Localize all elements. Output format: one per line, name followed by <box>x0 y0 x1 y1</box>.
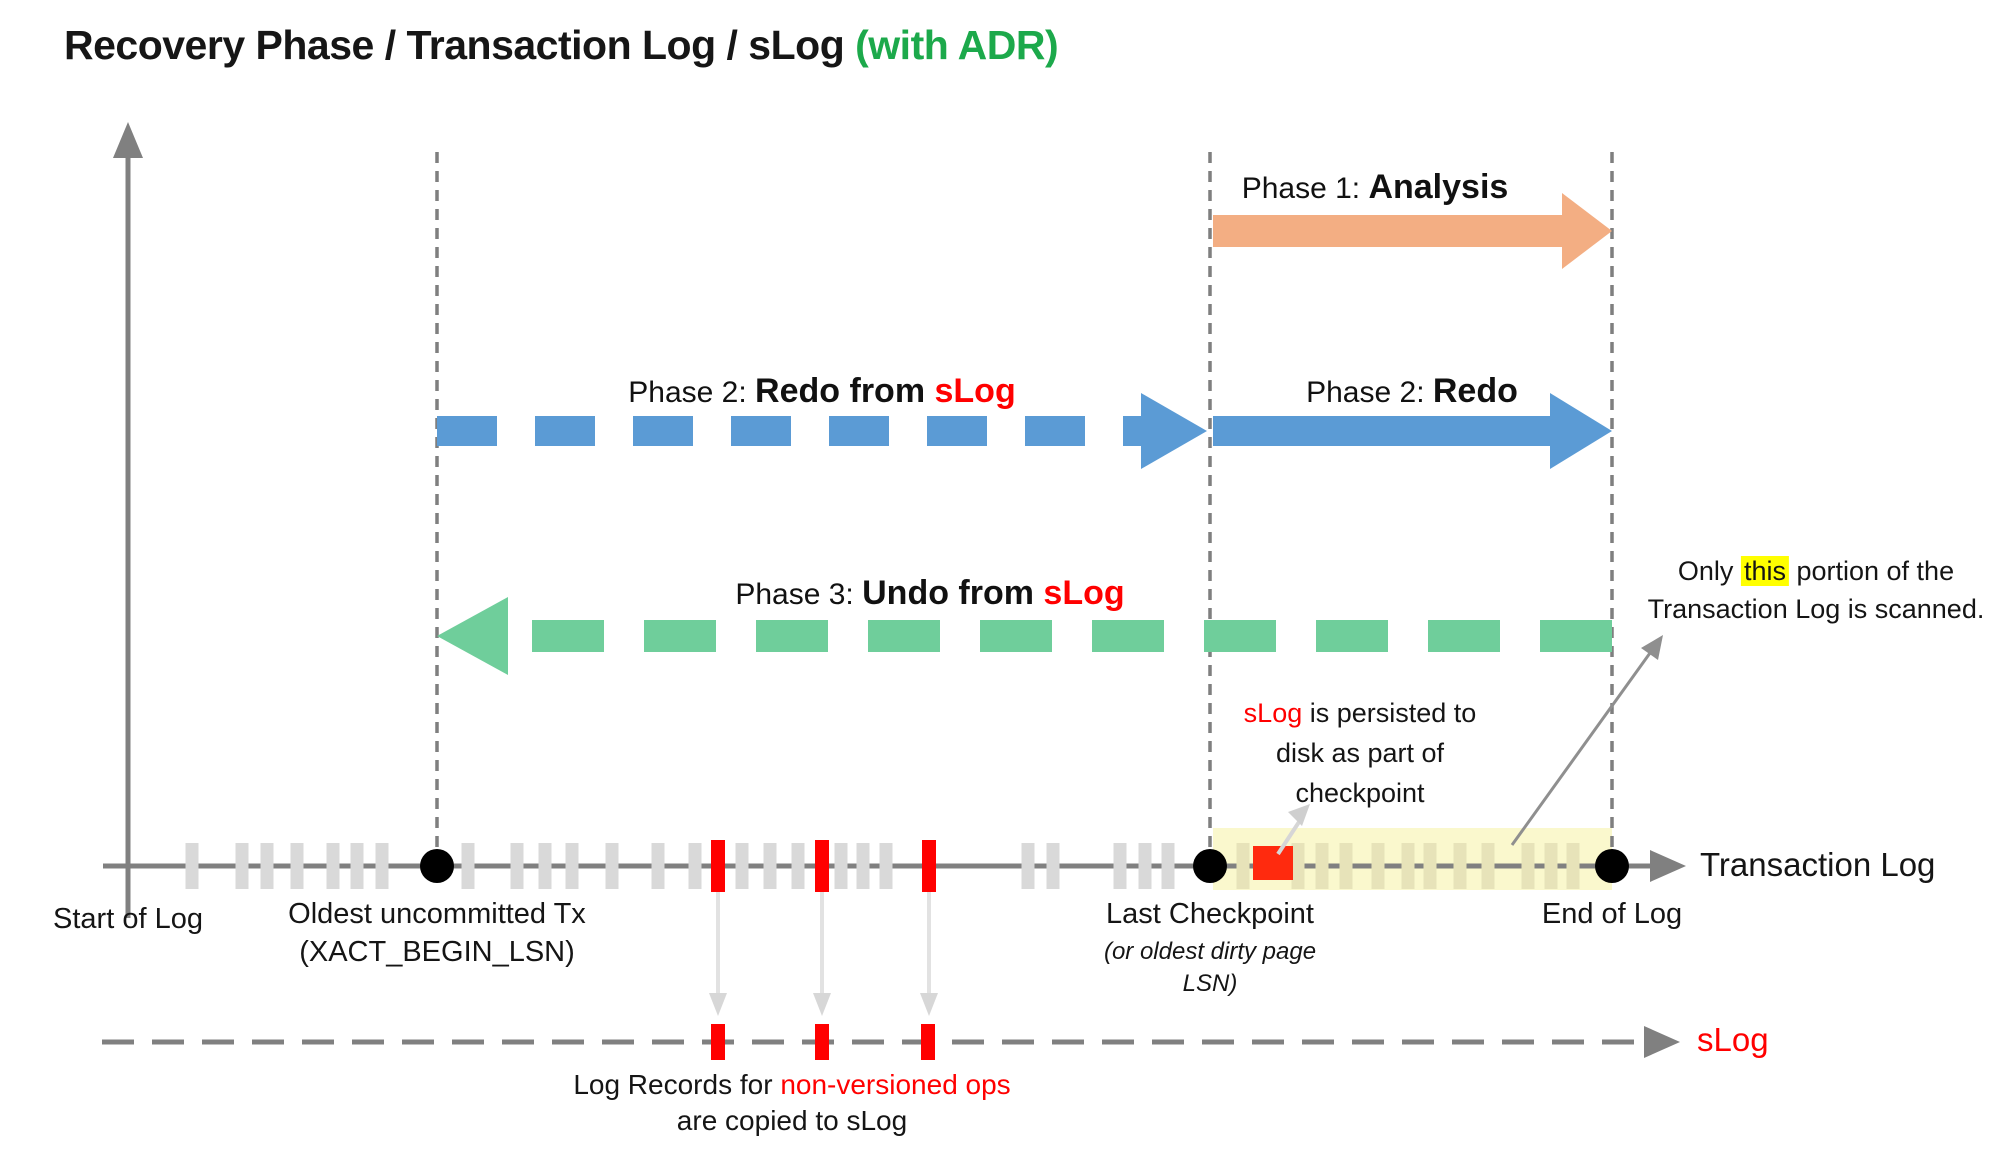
end-of-log-label: End of Log <box>1541 898 1683 930</box>
phase2-slog-name: Redo from <box>755 372 935 410</box>
scan-note-line2: Transaction Log is scanned. <box>1647 594 1985 624</box>
oldest-tx-sublabel: (XACT_BEGIN_LSN) <box>299 936 575 968</box>
log-record-ticks-scanned <box>1236 843 1580 889</box>
down-arrow-icon <box>709 993 727 1016</box>
phase1-analysis-arrow <box>1213 193 1612 269</box>
persist-note-line1: sLog is persisted to <box>1244 698 1477 729</box>
start-of-log-label: Start of Log <box>53 903 203 935</box>
phase3-name: Undo from <box>862 574 1044 612</box>
diagram-title: Recovery Phase / Transaction Log / sLog … <box>64 22 1059 69</box>
copy-red: non-versioned ops <box>780 1069 1011 1100</box>
phase2-name: Redo <box>1432 372 1518 410</box>
phase1-label: Phase 1: Analysis <box>1242 168 1509 207</box>
scan-note-line1: Only this portion of the <box>1678 556 1954 587</box>
scan-note-arrow <box>1510 635 1663 846</box>
copy-caption-line1: Log Records for non-versioned ops <box>573 1069 1010 1101</box>
down-arrow-icon <box>920 993 938 1016</box>
copy-caption-line2: are copied to sLog <box>676 1105 908 1136</box>
phase3-undo-arrow <box>437 597 1612 675</box>
title-main: Recovery Phase / Transaction Log / sLog <box>64 22 856 68</box>
phase2-redo-from-slog-arrow <box>437 393 1207 469</box>
log-record-ticks <box>185 843 1175 889</box>
persist-note-line2: disk as part of <box>1275 738 1445 768</box>
scan-highlighted-word: this <box>1740 556 1789 586</box>
right-arrow-icon <box>1644 1026 1680 1058</box>
scan-post: portion of the <box>1788 556 1955 586</box>
phase2-redo-arrow <box>1213 393 1612 469</box>
phase2-slog-label: Phase 2: Redo from sLog <box>628 372 1015 411</box>
phase3-label: Phase 3: Undo from sLog <box>735 574 1124 613</box>
phase2-slog-prefix: Phase 2: <box>628 376 756 409</box>
vertical-axis <box>113 122 143 918</box>
persist-note-arrow <box>1276 804 1310 856</box>
phase1-name: Analysis <box>1368 168 1509 206</box>
oldest-tx-marker <box>420 849 454 883</box>
down-arrow-icon <box>813 993 831 1016</box>
last-checkpoint-sublabel1: (or oldest dirty page <box>1103 938 1317 965</box>
copy-pre: Log Records for <box>573 1069 781 1100</box>
slog-copy-connectors <box>709 892 938 1016</box>
phase3-prefix: Phase 3: <box>735 578 863 611</box>
slog-copied-ticks <box>711 1024 935 1060</box>
scan-pre: Only <box>1677 556 1741 586</box>
non-versioned-op-ticks <box>711 840 936 892</box>
title-adr-suffix: (with ADR) <box>855 22 1059 68</box>
slog-axis <box>102 1026 1680 1058</box>
phase2-label: Phase 2: Redo <box>1306 372 1518 411</box>
phase2-prefix: Phase 2: <box>1306 376 1433 409</box>
phase2-slog-red: sLog <box>934 372 1016 410</box>
right-arrow-icon <box>1650 850 1686 882</box>
last-checkpoint-label: Last Checkpoint <box>1106 898 1314 930</box>
phase1-prefix: Phase 1: <box>1241 172 1369 205</box>
up-arrow-icon <box>113 122 143 158</box>
last-checkpoint-sublabel2: LSN) <box>1182 970 1238 997</box>
persisted-slog-square <box>1253 846 1293 880</box>
end-of-log-marker <box>1595 849 1629 883</box>
oldest-tx-label: Oldest uncommitted Tx <box>288 898 586 930</box>
checkpoint-marker <box>1193 849 1227 883</box>
slog-axis-label: sLog <box>1697 1021 1769 1058</box>
persist-note-line3: checkpoint <box>1295 778 1425 808</box>
transaction-log-axis-label: Transaction Log <box>1700 846 1936 883</box>
persist-rest: is persisted to <box>1302 698 1477 728</box>
phase3-red: sLog <box>1043 574 1125 612</box>
persist-slog-word: sLog <box>1243 698 1303 728</box>
